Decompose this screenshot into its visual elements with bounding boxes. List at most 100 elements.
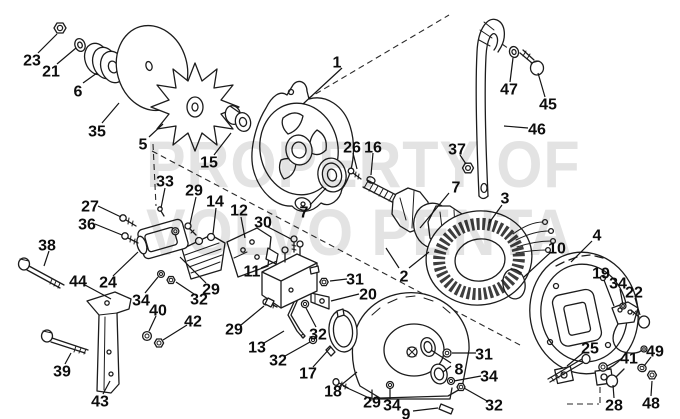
leader-line-29 — [189, 196, 197, 225]
spacer-part — [224, 104, 252, 133]
callout-15: 15 — [200, 155, 218, 172]
callout-48: 48 — [642, 396, 660, 413]
leader-line-34 — [144, 276, 159, 294]
callout-26: 26 — [343, 140, 361, 157]
callout-33: 33 — [156, 174, 174, 191]
leader-line-23 — [37, 33, 58, 54]
callout-34: 34 — [609, 276, 627, 293]
retainer-ring-part — [325, 308, 358, 357]
leader-line-16 — [370, 152, 374, 176]
nut-part-48 — [646, 370, 658, 380]
leader-line-31 — [329, 278, 348, 282]
callout-32: 32 — [309, 327, 327, 344]
leader-line-47 — [509, 57, 514, 83]
callout-23: 23 — [23, 53, 41, 70]
leader-line-45 — [537, 72, 546, 98]
screw-part-36 — [121, 232, 139, 245]
leader-line-7 — [309, 187, 327, 206]
callout-5: 5 — [139, 137, 148, 154]
clip-part-16 — [366, 176, 376, 184]
rectifier-part — [181, 232, 226, 280]
leader-line-20 — [330, 293, 360, 302]
leader-line-28 — [612, 384, 615, 399]
callout-39: 39 — [53, 364, 71, 381]
bolt-part-28 — [605, 368, 625, 388]
callout-47: 47 — [500, 82, 518, 99]
leader-line-35 — [101, 102, 120, 124]
washer-part-32b — [308, 335, 318, 345]
callout-45: 45 — [539, 97, 557, 114]
callout-12: 12 — [230, 203, 248, 220]
leader-line-25 — [566, 351, 585, 367]
leader-line-4 — [570, 240, 593, 263]
nut-part-32d — [456, 382, 466, 392]
callout-7: 7 — [452, 180, 461, 197]
leader-line-21 — [56, 47, 77, 65]
callout-19: 19 — [592, 266, 610, 283]
callout-31: 31 — [346, 272, 364, 289]
callout-29: 29 — [185, 183, 203, 200]
key-part-9 — [438, 403, 454, 415]
leader-line-26 — [352, 152, 358, 170]
leader-line-40 — [148, 315, 157, 332]
leader-line-3 — [488, 204, 503, 224]
o-ring-part — [502, 268, 526, 300]
mount-bracket-part-24 — [136, 218, 189, 260]
washer-part-34c — [385, 380, 395, 390]
pedestal-bracket-part — [86, 291, 132, 394]
leader-line-8 — [430, 349, 452, 364]
callout-22: 22 — [625, 285, 643, 302]
washer-part-47 — [508, 45, 520, 59]
leader-line-9 — [412, 407, 439, 412]
leader-line-24 — [112, 251, 139, 277]
washer-part-41 — [598, 362, 608, 372]
callout-30: 30 — [254, 215, 272, 232]
callout-16: 16 — [364, 140, 382, 157]
screw-part-27 — [119, 214, 137, 227]
leader-line-7 — [419, 192, 450, 229]
rear-bearing-part — [430, 363, 448, 385]
bolt-part-45 — [519, 49, 545, 76]
leader-line-34 — [453, 375, 482, 382]
leader-line-30 — [267, 226, 292, 240]
screw-part-30 — [290, 235, 298, 253]
leader-line-19 — [603, 279, 615, 307]
washer-part-34a — [156, 269, 166, 279]
callout-25: 25 — [581, 341, 599, 358]
leader-line-8 — [442, 365, 452, 373]
callout-20: 20 — [359, 287, 377, 304]
leader-line-29 — [179, 256, 207, 284]
callout-7: 7 — [300, 205, 309, 222]
callout-40: 40 — [149, 303, 167, 320]
bracket-part-20 — [310, 292, 330, 310]
leader-line-44 — [84, 284, 112, 300]
callout-46: 46 — [528, 122, 546, 139]
pulley-nut-part — [53, 22, 67, 34]
callout-29: 29 — [202, 282, 220, 299]
pulley-part — [83, 42, 127, 84]
callout-28: 28 — [605, 398, 623, 415]
pulley-washer-part — [74, 38, 86, 52]
leader-lines — [37, 33, 653, 412]
leader-line-2 — [385, 247, 400, 269]
washer-part-40 — [141, 330, 153, 342]
leader-line-39 — [64, 352, 72, 365]
screw-part-29a — [184, 222, 197, 236]
leader-line-2 — [408, 251, 430, 269]
nut-part-32a — [166, 275, 176, 285]
nut-part-42 — [153, 338, 165, 348]
nut-part-37 — [461, 162, 475, 174]
leader-line-22 — [634, 297, 641, 316]
washer-part-49 — [637, 363, 647, 373]
front-housing-part — [251, 80, 355, 212]
leader-line-48 — [650, 380, 653, 397]
screw-part-26 — [347, 167, 362, 180]
leader-line-11 — [260, 260, 278, 269]
callout-29: 29 — [225, 322, 243, 339]
leader-line-32 — [463, 387, 488, 402]
callout-49: 49 — [646, 344, 664, 361]
screw-part-33 — [157, 206, 165, 217]
callout-42: 42 — [184, 314, 202, 331]
leader-line-12 — [240, 216, 246, 239]
